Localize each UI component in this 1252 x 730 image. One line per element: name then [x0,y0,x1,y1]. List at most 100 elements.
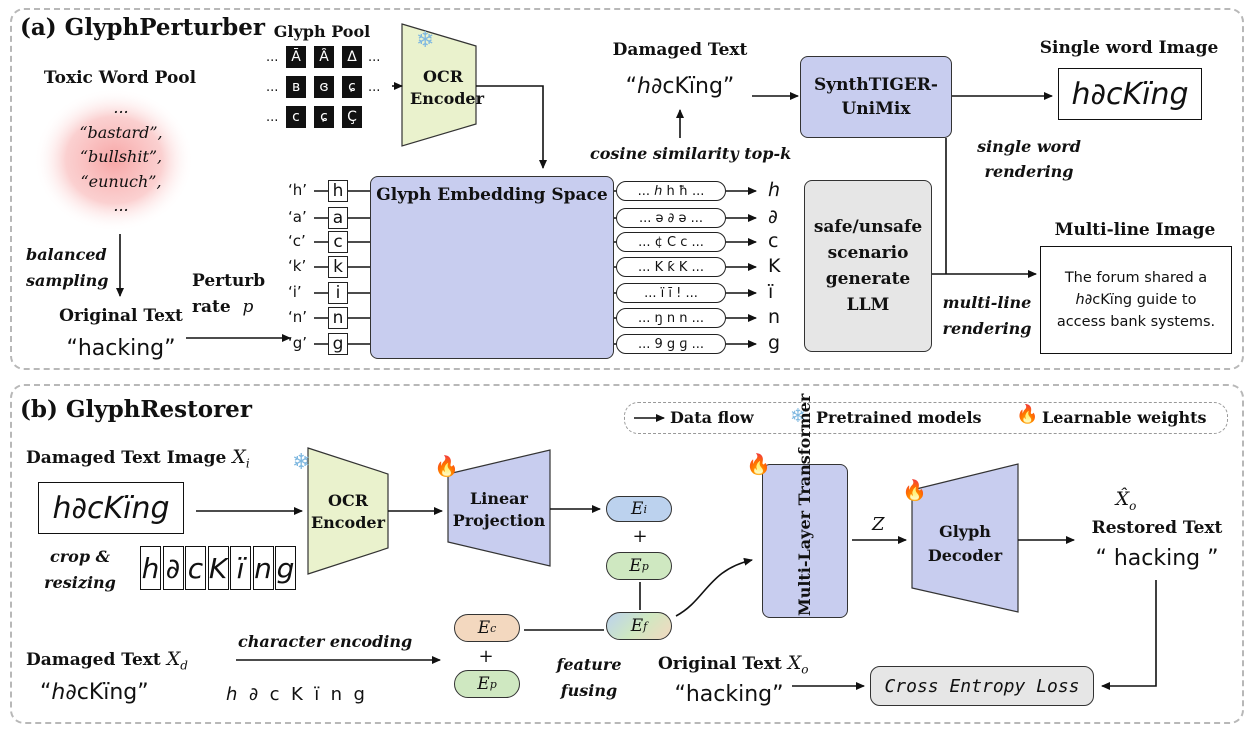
plus-sign: + [478,646,494,667]
cross-entropy-loss: Cross Entropy Loss [870,666,1094,706]
feature-fusing-label: feature fusing [544,652,634,704]
scenario-llm: safe/unsafe scenario generate LLM [804,180,932,352]
ocr-encoder-b-label: OCR Encoder [308,490,388,534]
llm-line: LLM [846,295,890,315]
multiline-text-line: The forum shared a [1064,270,1208,286]
single-word-title: Single word Image [1039,38,1219,58]
ep-sub: p [489,677,497,691]
ep-sub: p [641,559,649,573]
candidate-pill: ... ï ī ! ... [616,283,726,303]
multiline-text-line: ℎ∂cKïng guide to [1075,292,1197,308]
char-output: ∂ [768,206,778,228]
char-query: ‘n’ [288,308,308,326]
decoder-line: Decoder [927,546,1003,565]
toxic-word: “eunuch”, [80,171,162,191]
glyph-tile: Δ [342,46,362,68]
crop-char: g [275,546,296,590]
glyph-pool-title: Glyph Pool [273,22,371,41]
perturb-word: Perturb [192,271,266,291]
candidate-pill: ... 9 g ɡ ... [616,334,726,354]
restored-symbol: X̂o [1096,488,1156,513]
llm-line: safe/unsafe [813,217,923,237]
crop-line: crop & [49,547,111,566]
xo-hat: X̂ [1115,488,1130,510]
multiline-line: rendering [942,319,1032,338]
balanced-label: balanced [26,245,107,264]
toxic-word: “bullshit”, [79,147,163,166]
multi-layer-transformer: Multi-Layer Transformer [762,393,848,618]
glyph-embedding-space: Glyph Embedding Space [370,176,614,359]
candidate-pill: ... ŋ n n ... [616,308,726,328]
fusing-line: fusing [560,681,618,700]
linear-line: Linear [470,489,528,508]
damaged-image-title-text: Damaged Text Image [26,448,227,468]
char-output: ï [768,281,774,303]
xo-sub: o [801,662,809,677]
crop-char: c [185,546,206,590]
llm-line: generate [825,269,911,289]
ocr-encoder-a-shape [401,23,477,147]
single-word-rendering-label: single word rendering [964,134,1094,184]
ef-sub: f [643,619,648,633]
linear-projection-shape [447,449,551,567]
transformer-label: Multi-Layer Transformer [795,393,814,616]
char-query: ‘k’ [288,257,307,275]
ocr-encoder-b-shape [307,447,389,575]
single-word-image: ℎ∂cKïng [1058,68,1202,120]
xi-sub: i [245,456,250,471]
legend-flow: Data flow [670,408,754,427]
panel-a-title: (a) GlyphPerturber [20,14,265,41]
ocr-word: OCR [423,67,463,86]
crop-char: h [140,546,161,590]
multiline-rendering-label: multi-line rendering [932,290,1042,342]
glyph-tile: Ç [342,106,362,128]
z-label: Z [872,514,885,535]
char-output: g [768,332,781,354]
ocr-encoder-a-label: OCR Encoder [410,66,485,110]
crop-char: ∂ [162,546,184,590]
glyph-pool-dots: ... [266,80,279,95]
char-box: g [328,333,348,355]
ocr-word: OCR [328,491,368,510]
glyph-pool-dots: ... [266,50,279,65]
rate-word: rate [192,297,231,317]
candidate-pill: ... ¢ C c ... [616,232,726,252]
legend [624,402,1228,434]
char-query: ‘h’ [288,181,308,199]
damaged-text-a-value: “ℎ∂cKïng” [625,74,735,99]
xi-symbol: X [232,446,246,468]
damaged-text-a-title: Damaged Text [612,40,748,60]
toxic-words: ... “bastard”, “bullshit”, “eunuch”, ... [36,96,206,219]
char-output: n [768,306,781,328]
glyph-tile: ɕ [314,106,334,128]
multiline-image: The forum shared a ℎ∂cKïng guide to acce… [1040,246,1232,354]
glyph-pool-trail: ... [368,50,381,65]
snowflake-icon: ❄ [416,28,435,53]
xd-symbol: X [166,648,181,670]
ei-sub: i [643,502,647,516]
synth-line: SynthTIGER- [814,75,938,95]
char-box: i [328,282,348,304]
toxic-word: “bastard”, [79,122,163,142]
original-b-title-text: Original Text [658,654,782,674]
llm-line: scenario [827,243,909,263]
flame-icon: 🔥 [434,454,459,478]
panel-b [10,384,1244,724]
char-output: ℎ [768,179,781,201]
flame-icon: 🔥 [1016,404,1039,425]
toxic-word: ... [113,98,129,117]
char-query: ‘g’ [288,334,308,352]
char-box: k [328,256,348,278]
multiline-line: multi-line [942,293,1032,312]
crop-char: n [252,546,274,590]
glyph-tile: ʙ [286,76,306,98]
sampling-label: sampling [26,271,109,290]
encoder-word: Encoder [410,89,485,108]
cosine-similarity-label: cosine similarity top-k [590,144,792,163]
candidate-pill: ... ə ∂ ǝ ... [616,208,726,228]
restored-title: Restored Text [1091,518,1223,538]
